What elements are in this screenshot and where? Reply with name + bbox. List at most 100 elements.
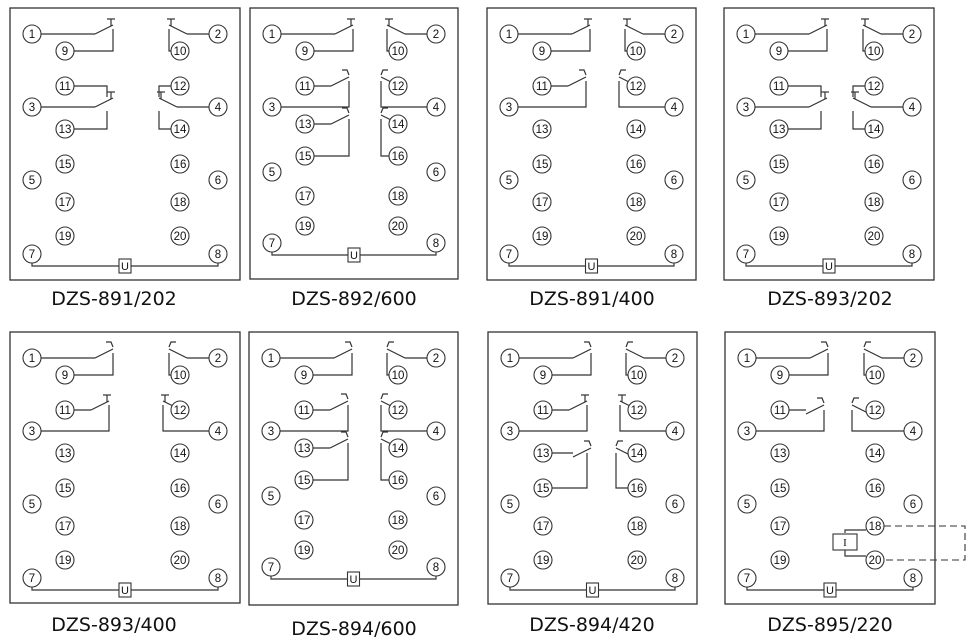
terminal-label-16: 16 — [631, 483, 644, 495]
terminal-label-4: 4 — [910, 426, 917, 438]
terminal-label-7: 7 — [29, 573, 35, 585]
terminal-17 — [55, 192, 75, 212]
caption-dzs-892-600: DZS-892/600 — [291, 288, 417, 310]
terminal-2 — [426, 24, 446, 44]
contact-1-9 — [334, 24, 354, 35]
terminal-11 — [55, 76, 75, 96]
terminal-10 — [626, 41, 646, 61]
panel-frame — [724, 331, 936, 605]
terminal-label-10: 10 — [174, 46, 187, 58]
terminal-label-14: 14 — [174, 448, 187, 460]
terminal-label-16: 16 — [392, 475, 405, 487]
terminal-label-16: 16 — [174, 483, 187, 495]
contact-1-9-hook — [821, 341, 829, 348]
terminal-label-17: 17 — [773, 197, 786, 209]
panel-frame — [487, 331, 698, 605]
contact-1-9-hook — [106, 341, 114, 348]
terminal-label-1: 1 — [744, 353, 750, 365]
terminal-label-18: 18 — [869, 521, 882, 533]
terminal-6 — [208, 170, 228, 190]
contact-4 — [852, 97, 872, 108]
contact-1-9 — [572, 348, 592, 359]
contact-1-9-hook — [345, 341, 353, 348]
terminal-17 — [295, 186, 315, 206]
terminal-14 — [170, 443, 190, 463]
terminal-label-1: 1 — [29, 29, 35, 41]
terminal-label-18: 18 — [174, 197, 187, 209]
terminal-19 — [533, 550, 553, 570]
terminal-9 — [55, 365, 75, 385]
contact-14-hook — [615, 440, 623, 447]
terminal-13 — [770, 443, 790, 463]
terminal-label-18: 18 — [392, 191, 405, 203]
terminal-label-12: 12 — [868, 81, 881, 93]
terminal-label-4: 4 — [433, 102, 440, 114]
terminal-19 — [769, 226, 789, 246]
terminal-9 — [55, 41, 75, 61]
terminal-4 — [208, 421, 228, 441]
coil-u-box — [118, 258, 132, 274]
terminal-5 — [262, 162, 282, 182]
terminal-18 — [626, 192, 646, 212]
terminal-11 — [533, 400, 553, 420]
terminal-label-12: 12 — [630, 81, 643, 93]
terminal-label-4: 4 — [215, 426, 222, 438]
terminal-label-9: 9 — [62, 46, 68, 58]
terminal-label-16: 16 — [630, 159, 643, 171]
panel-frame — [9, 331, 241, 604]
coil-u-box — [347, 247, 361, 263]
wire-9 — [552, 353, 592, 376]
terminal-label-15: 15 — [59, 483, 72, 495]
coil-u-label: U — [350, 574, 358, 586]
terminal-label-7: 7 — [744, 573, 750, 585]
wire-4 — [619, 405, 666, 432]
wire-4 — [618, 81, 665, 108]
terminal-label-7: 7 — [269, 238, 275, 250]
contact-3 — [94, 97, 114, 108]
terminal-label-2: 2 — [672, 353, 678, 365]
contact-11-hook — [342, 69, 350, 76]
terminal-label-10: 10 — [630, 46, 643, 58]
wire-3 — [41, 405, 110, 432]
terminal-20 — [388, 216, 408, 236]
terminal-label-18: 18 — [868, 197, 881, 209]
terminal-label-17: 17 — [774, 521, 787, 533]
terminal-label-6: 6 — [672, 499, 678, 511]
contact-2-10-hook — [168, 341, 176, 348]
terminal-3 — [261, 421, 281, 441]
terminal-14 — [864, 119, 884, 139]
terminal-label-3: 3 — [269, 102, 275, 114]
terminal-19 — [532, 226, 552, 246]
terminal-label-7: 7 — [506, 249, 512, 261]
terminal-3 — [499, 97, 519, 117]
terminal-label-3: 3 — [744, 426, 750, 438]
terminal-20 — [865, 550, 885, 570]
terminal-15 — [294, 470, 314, 490]
terminal-12 — [626, 76, 646, 96]
terminal-label-15: 15 — [298, 475, 311, 487]
terminal-label-2: 2 — [909, 29, 915, 41]
terminal-13 — [533, 443, 553, 463]
terminal-4 — [903, 421, 923, 441]
terminal-label-17: 17 — [298, 515, 311, 527]
terminal-9 — [295, 41, 315, 61]
terminal-label-17: 17 — [299, 191, 312, 203]
coil-u-label: U — [121, 585, 129, 597]
terminal-label-9: 9 — [540, 370, 546, 382]
terminal-18 — [170, 516, 190, 536]
terminal-6 — [903, 494, 923, 514]
contact-11-hook — [817, 397, 825, 404]
terminal-16 — [388, 146, 408, 166]
terminal-16 — [170, 478, 190, 498]
terminal-label-13: 13 — [537, 448, 550, 460]
terminal-label-13: 13 — [774, 448, 787, 460]
terminal-label-12: 12 — [174, 81, 187, 93]
terminal-16 — [170, 154, 190, 174]
terminal-label-14: 14 — [869, 448, 882, 460]
terminal-5 — [499, 170, 519, 190]
terminal-label-13: 13 — [773, 124, 786, 136]
terminal-label-7: 7 — [268, 562, 274, 574]
terminal-19 — [770, 550, 790, 570]
